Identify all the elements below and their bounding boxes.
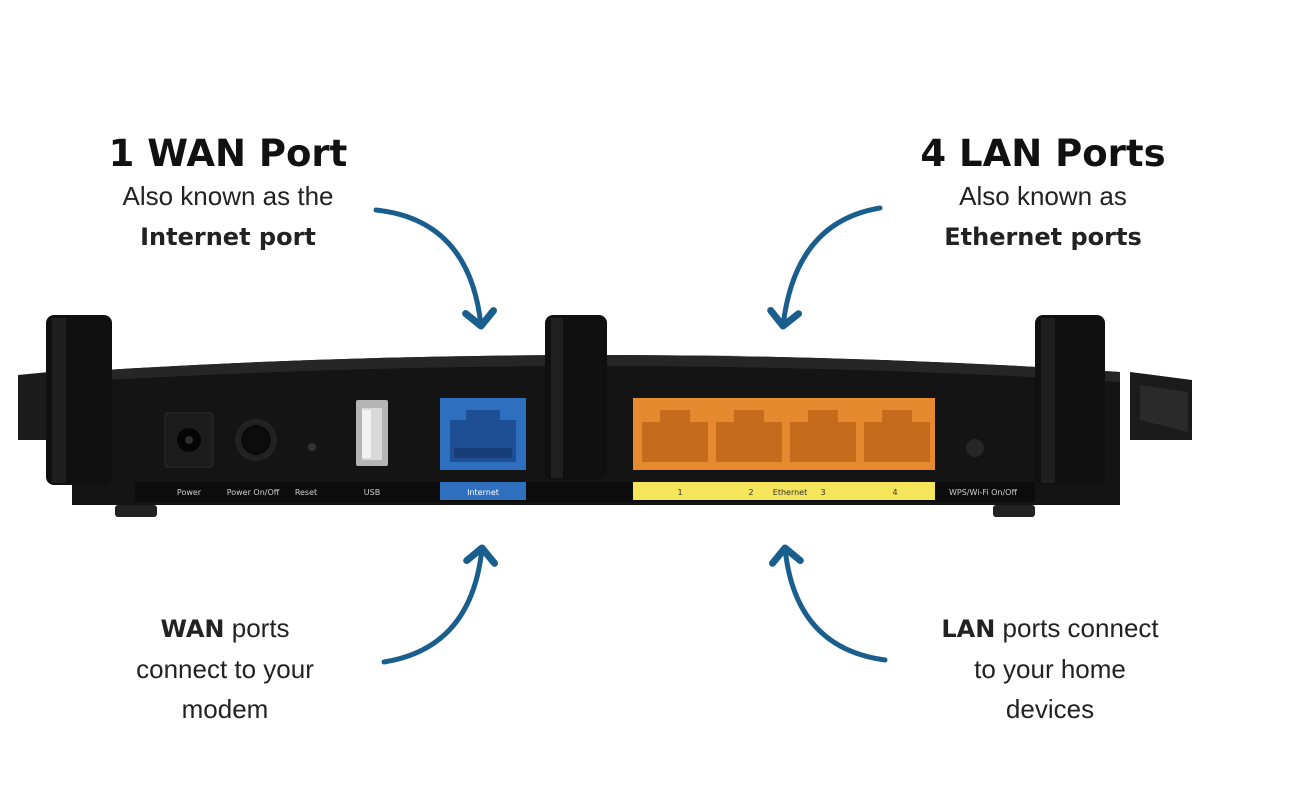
arrow-wan-top [373,207,497,330]
lan-title: 4 LAN Ports [920,132,1166,175]
wan-note: WAN ports connect to your modem [90,608,360,729]
wan-subtitle-line1: Also known as the [122,181,334,211]
lan-note-bold: LAN [941,615,996,643]
wan-note-line3: modem [181,694,269,724]
wan-subtitle-line2: Internet port [140,223,316,251]
reset-pinhole [308,443,316,451]
label-reset: Reset [295,488,317,497]
label-lan-2: 2 [748,488,753,497]
label-power-onoff: Power On/Off [227,488,280,497]
label-lan-3: 3 [820,488,825,497]
arrow-lan-top [767,205,883,330]
internet-label-strip [440,482,526,500]
wps-button [966,439,984,457]
ethernet-label-strip [633,482,935,500]
lan-note-line3: devices [1005,694,1095,724]
wan-port [440,398,526,470]
lan-subtitle-line2: Ethernet ports [944,223,1142,251]
router-foot-right [993,505,1035,517]
lan-ports [633,398,935,470]
arrow-wan-bottom [381,544,499,665]
lan-note-rest: ports connect [995,613,1159,643]
label-ethernet: Ethernet [773,488,807,497]
router-foot-left [115,505,157,517]
label-wps: WPS/Wi-Fi On/Off [949,488,1017,497]
lan-note-line2: to your home [974,654,1126,684]
wan-note-rest: ports [224,613,290,643]
lan-callout: 4 LAN Ports Also known as Ethernet ports [893,132,1193,257]
label-lan-4: 4 [892,488,897,497]
lan-note: LAN ports connect to your home devices [910,608,1190,729]
label-internet: Internet [467,488,499,497]
wan-callout: 1 WAN Port Also known as the Internet po… [78,132,378,257]
label-power: Power [177,488,202,497]
label-usb: USB [364,488,380,497]
wan-title: 1 WAN Port [108,132,348,175]
arrow-lan-bottom [768,544,888,663]
label-lan-1: 1 [677,488,682,497]
wan-note-line2: connect to your [136,654,314,684]
wan-note-bold: WAN [160,615,225,643]
lan-subtitle-line1: Also known as [959,181,1127,211]
